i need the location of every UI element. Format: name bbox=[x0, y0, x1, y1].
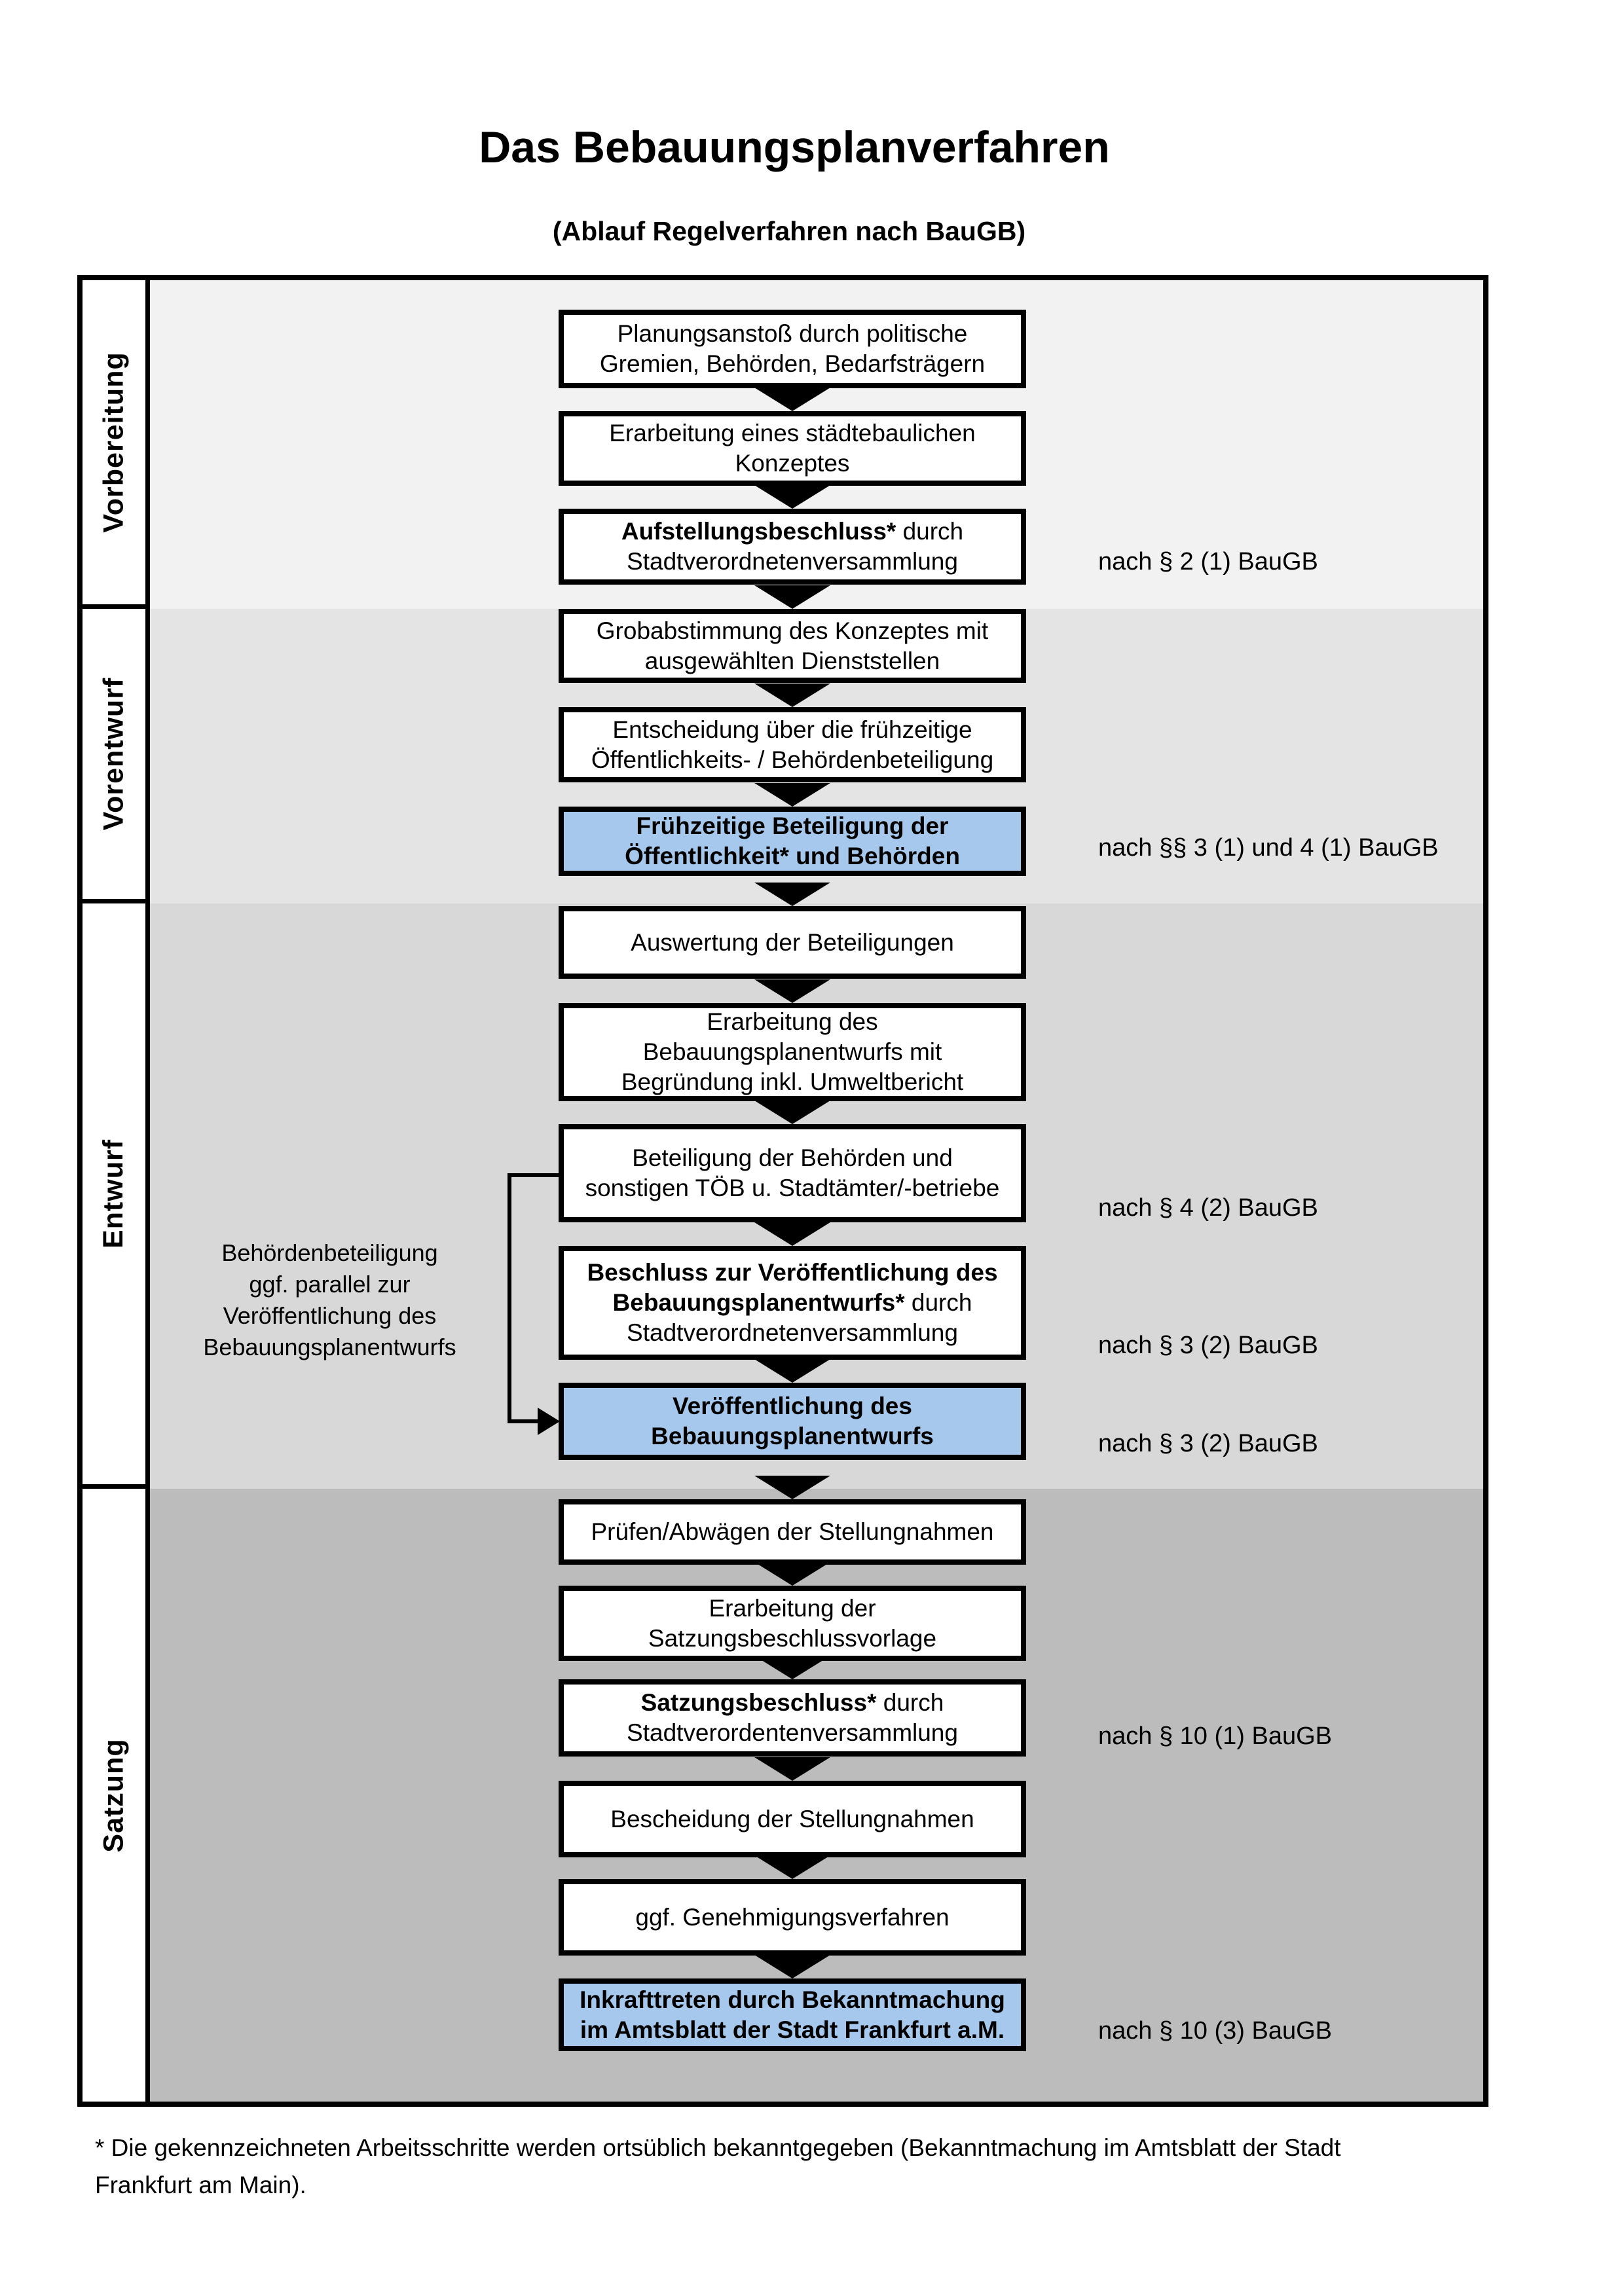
connector-top-line bbox=[507, 1173, 559, 1177]
down-arrow bbox=[754, 883, 830, 906]
page-title: Das Bebauungsplanverfahren bbox=[479, 122, 1110, 172]
connector-bottom-line bbox=[507, 1419, 540, 1423]
phase-label-vorbereitung: Vorbereitung bbox=[98, 352, 130, 533]
down-arrow bbox=[754, 683, 830, 707]
step-box-entwurf-erarbeitung: Erarbeitung des Bebauungsplanentwurfs mi… bbox=[559, 1003, 1026, 1101]
phase-cell-entwurf: Entwurf bbox=[83, 903, 150, 1489]
down-arrow bbox=[754, 783, 830, 807]
flowchart-frame: Vorbereitung Vorentwurf Entwurf Satzung … bbox=[77, 275, 1488, 2107]
phase-label-entwurf: Entwurf bbox=[98, 1139, 130, 1249]
step-box-veroeffentlichung: Veröffentlichung des Bebauungsplanentwur… bbox=[559, 1383, 1026, 1460]
footnote: * Die gekennzeichneten Arbeitsschritte w… bbox=[95, 2134, 1341, 2198]
page-subtitle: (Ablauf Regelverfahren nach BauGB) bbox=[552, 216, 1026, 246]
down-arrow bbox=[754, 485, 830, 509]
side-note-parallel: Behördenbeteiligung ggf. parallel zur Ve… bbox=[203, 1239, 456, 1360]
step-box-grobabstimmung: Grobabstimmung des Konzeptes mit ausgewä… bbox=[559, 609, 1026, 683]
connector-right-arrow-icon bbox=[538, 1408, 560, 1435]
down-arrow bbox=[754, 1359, 830, 1383]
step-box-satzungsbeschluss: Satzungsbeschluss* durch Stadtverordente… bbox=[559, 1679, 1026, 1757]
down-arrow bbox=[754, 585, 830, 609]
down-arrow bbox=[754, 1855, 830, 1879]
law-reference: nach §§ 3 (1) und 4 (1) BauGB bbox=[1098, 834, 1439, 862]
down-arrow bbox=[754, 1476, 830, 1499]
connector-vertical-line bbox=[507, 1173, 511, 1423]
step-box-auswertung: Auswertung der Beteiligungen bbox=[559, 906, 1026, 979]
down-arrow bbox=[754, 979, 830, 1003]
down-arrow bbox=[754, 1562, 830, 1586]
phase-label-vorentwurf: Vorentwurf bbox=[98, 677, 130, 831]
down-arrow bbox=[754, 388, 830, 411]
law-reference: nach § 10 (1) BauGB bbox=[1098, 1722, 1332, 1750]
phase-cell-vorbereitung: Vorbereitung bbox=[83, 280, 150, 609]
law-reference: nach § 3 (2) BauGB bbox=[1098, 1332, 1318, 1359]
step-box-planungsanstoss: Planungsanstoß durch politische Gremien,… bbox=[559, 310, 1026, 388]
step-box-veroeffentlichungsbeschluss: Beschluss zur Veröffentlichung des Bebau… bbox=[559, 1246, 1026, 1360]
step-box-aufstellungsbeschluss: Aufstellungsbeschluss* durch Stadtverord… bbox=[559, 509, 1026, 585]
down-arrow bbox=[754, 1955, 830, 1978]
law-reference: nach § 2 (1) BauGB bbox=[1098, 548, 1318, 575]
down-arrow bbox=[754, 1757, 830, 1781]
law-reference: nach § 10 (3) BauGB bbox=[1098, 2017, 1332, 2045]
down-arrow bbox=[754, 1222, 830, 1246]
phase-cell-satzung: Satzung bbox=[83, 1489, 150, 2102]
law-reference: nach § 4 (2) BauGB bbox=[1098, 1194, 1318, 1222]
step-box-behoerdenbeteiligung: Beteiligung der Behörden und sonstigen T… bbox=[559, 1124, 1026, 1222]
phase-cell-vorentwurf: Vorentwurf bbox=[83, 609, 150, 903]
step-box-fruehzeitige-beteiligung: Frühzeitige Beteiligung der Öffentlichke… bbox=[559, 807, 1026, 876]
step-box-entscheidung-beteiligung: Entscheidung über die frühzeitige Öffent… bbox=[559, 707, 1026, 782]
step-box-konzept-erarbeitung: Erarbeitung eines städtebaulichen Konzep… bbox=[559, 411, 1026, 486]
step-box-pruefen-abwaegen: Prüfen/Abwägen der Stellungnahmen bbox=[559, 1499, 1026, 1565]
step-box-bescheidung: Bescheidung der Stellungnahmen bbox=[559, 1781, 1026, 1857]
law-reference: nach § 3 (2) BauGB bbox=[1098, 1430, 1318, 1457]
down-arrow bbox=[754, 1101, 830, 1124]
step-box-satzungsvorlage: Erarbeitung der Satzungsbeschlussvorlage bbox=[559, 1586, 1026, 1661]
step-box-inkrafttreten: Inkrafttreten durch Bekanntmachung im Am… bbox=[559, 1978, 1026, 2051]
phase-label-satzung: Satzung bbox=[98, 1738, 130, 1853]
step-box-genehmigungsverfahren: ggf. Genehmigungsverfahren bbox=[559, 1879, 1026, 1956]
